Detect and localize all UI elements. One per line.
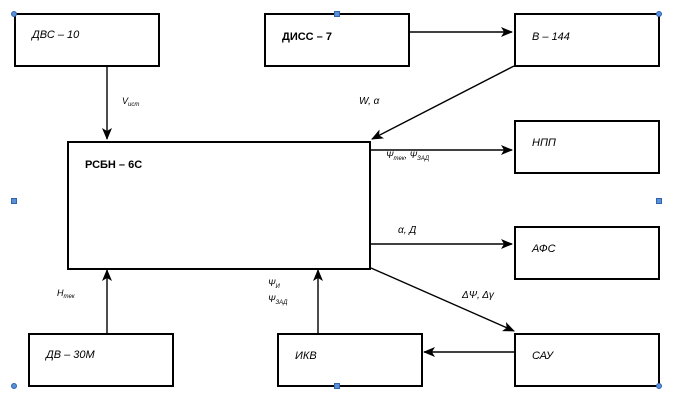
selection-handle-bottom-center[interactable] — [334, 383, 340, 389]
block-dv[interactable]: ДВ – 30М — [28, 333, 174, 387]
block-afs[interactable]: АФС — [514, 226, 660, 280]
label-psi-i-main: Ψ — [268, 278, 276, 288]
label-psi-zad-sub: ЗАД — [275, 300, 288, 306]
label-w-alpha: W, α — [359, 96, 380, 107]
label-psi-zad-main: Ψ — [268, 294, 276, 304]
label-psi-zad: ΨЗАД — [268, 294, 287, 306]
selection-handle-bottom-right[interactable] — [656, 383, 662, 389]
selection-handle-middle-left[interactable] — [11, 198, 17, 204]
label-psi2-sub: ЗАД — [417, 156, 430, 162]
block-ikv[interactable]: ИКВ — [277, 333, 423, 387]
label-psi1-main: Ψ — [386, 150, 394, 160]
block-sau[interactable]: САУ — [514, 333, 660, 387]
selection-handle-top-right[interactable] — [656, 11, 662, 17]
block-diss[interactable]: ДИСС – 7 — [264, 13, 410, 67]
block-v144[interactable]: В – 144 — [514, 13, 660, 67]
label-alpha-d: α, Д — [398, 225, 417, 236]
label-psi-tek-zad: Ψтек, ΨЗАД — [386, 150, 430, 162]
selection-handle-top-left[interactable] — [11, 11, 17, 17]
label-v-ist: Vист — [122, 96, 139, 108]
label-v-sub: ист — [128, 102, 140, 108]
block-sau-label: САУ — [532, 350, 553, 362]
block-npp[interactable]: НПП — [514, 120, 660, 174]
block-afs-label: АФС — [532, 243, 556, 255]
label-delta-psi-gamma: ΔΨ, Δγ — [462, 290, 494, 301]
block-diss-label: ДИСС – 7 — [282, 31, 332, 43]
block-dv-label: ДВ – 30М — [46, 349, 95, 361]
label-psi1-sub: тек — [393, 156, 405, 162]
label-h-tek: Hтек — [57, 288, 75, 300]
arrow-v144-to-rsbn — [371, 65, 515, 140]
label-psi2-main: Ψ — [409, 150, 418, 160]
block-rsbn-label: РСБН – 6С — [85, 159, 143, 171]
selection-handle-bottom-left[interactable] — [11, 383, 17, 389]
label-h-main: H — [57, 288, 64, 298]
block-ikv-label: ИКВ — [295, 350, 317, 362]
selection-handle-top-center[interactable] — [334, 11, 340, 17]
block-dvs-label: ДВС – 10 — [32, 29, 80, 41]
block-rsbn[interactable]: РСБН – 6С — [67, 141, 371, 270]
block-dvs[interactable]: ДВС – 10 — [14, 13, 160, 67]
label-psi-i-sub: И — [275, 284, 280, 290]
label-h-sub: тек — [63, 294, 75, 300]
block-v144-label: В – 144 — [532, 31, 570, 43]
label-psi-i: ΨИ — [268, 278, 280, 290]
arrow-rsbn-to-sau — [370, 267, 515, 332]
label-v-main: V — [122, 96, 129, 106]
selection-handle-middle-right[interactable] — [656, 198, 662, 204]
block-npp-label: НПП — [532, 137, 556, 149]
